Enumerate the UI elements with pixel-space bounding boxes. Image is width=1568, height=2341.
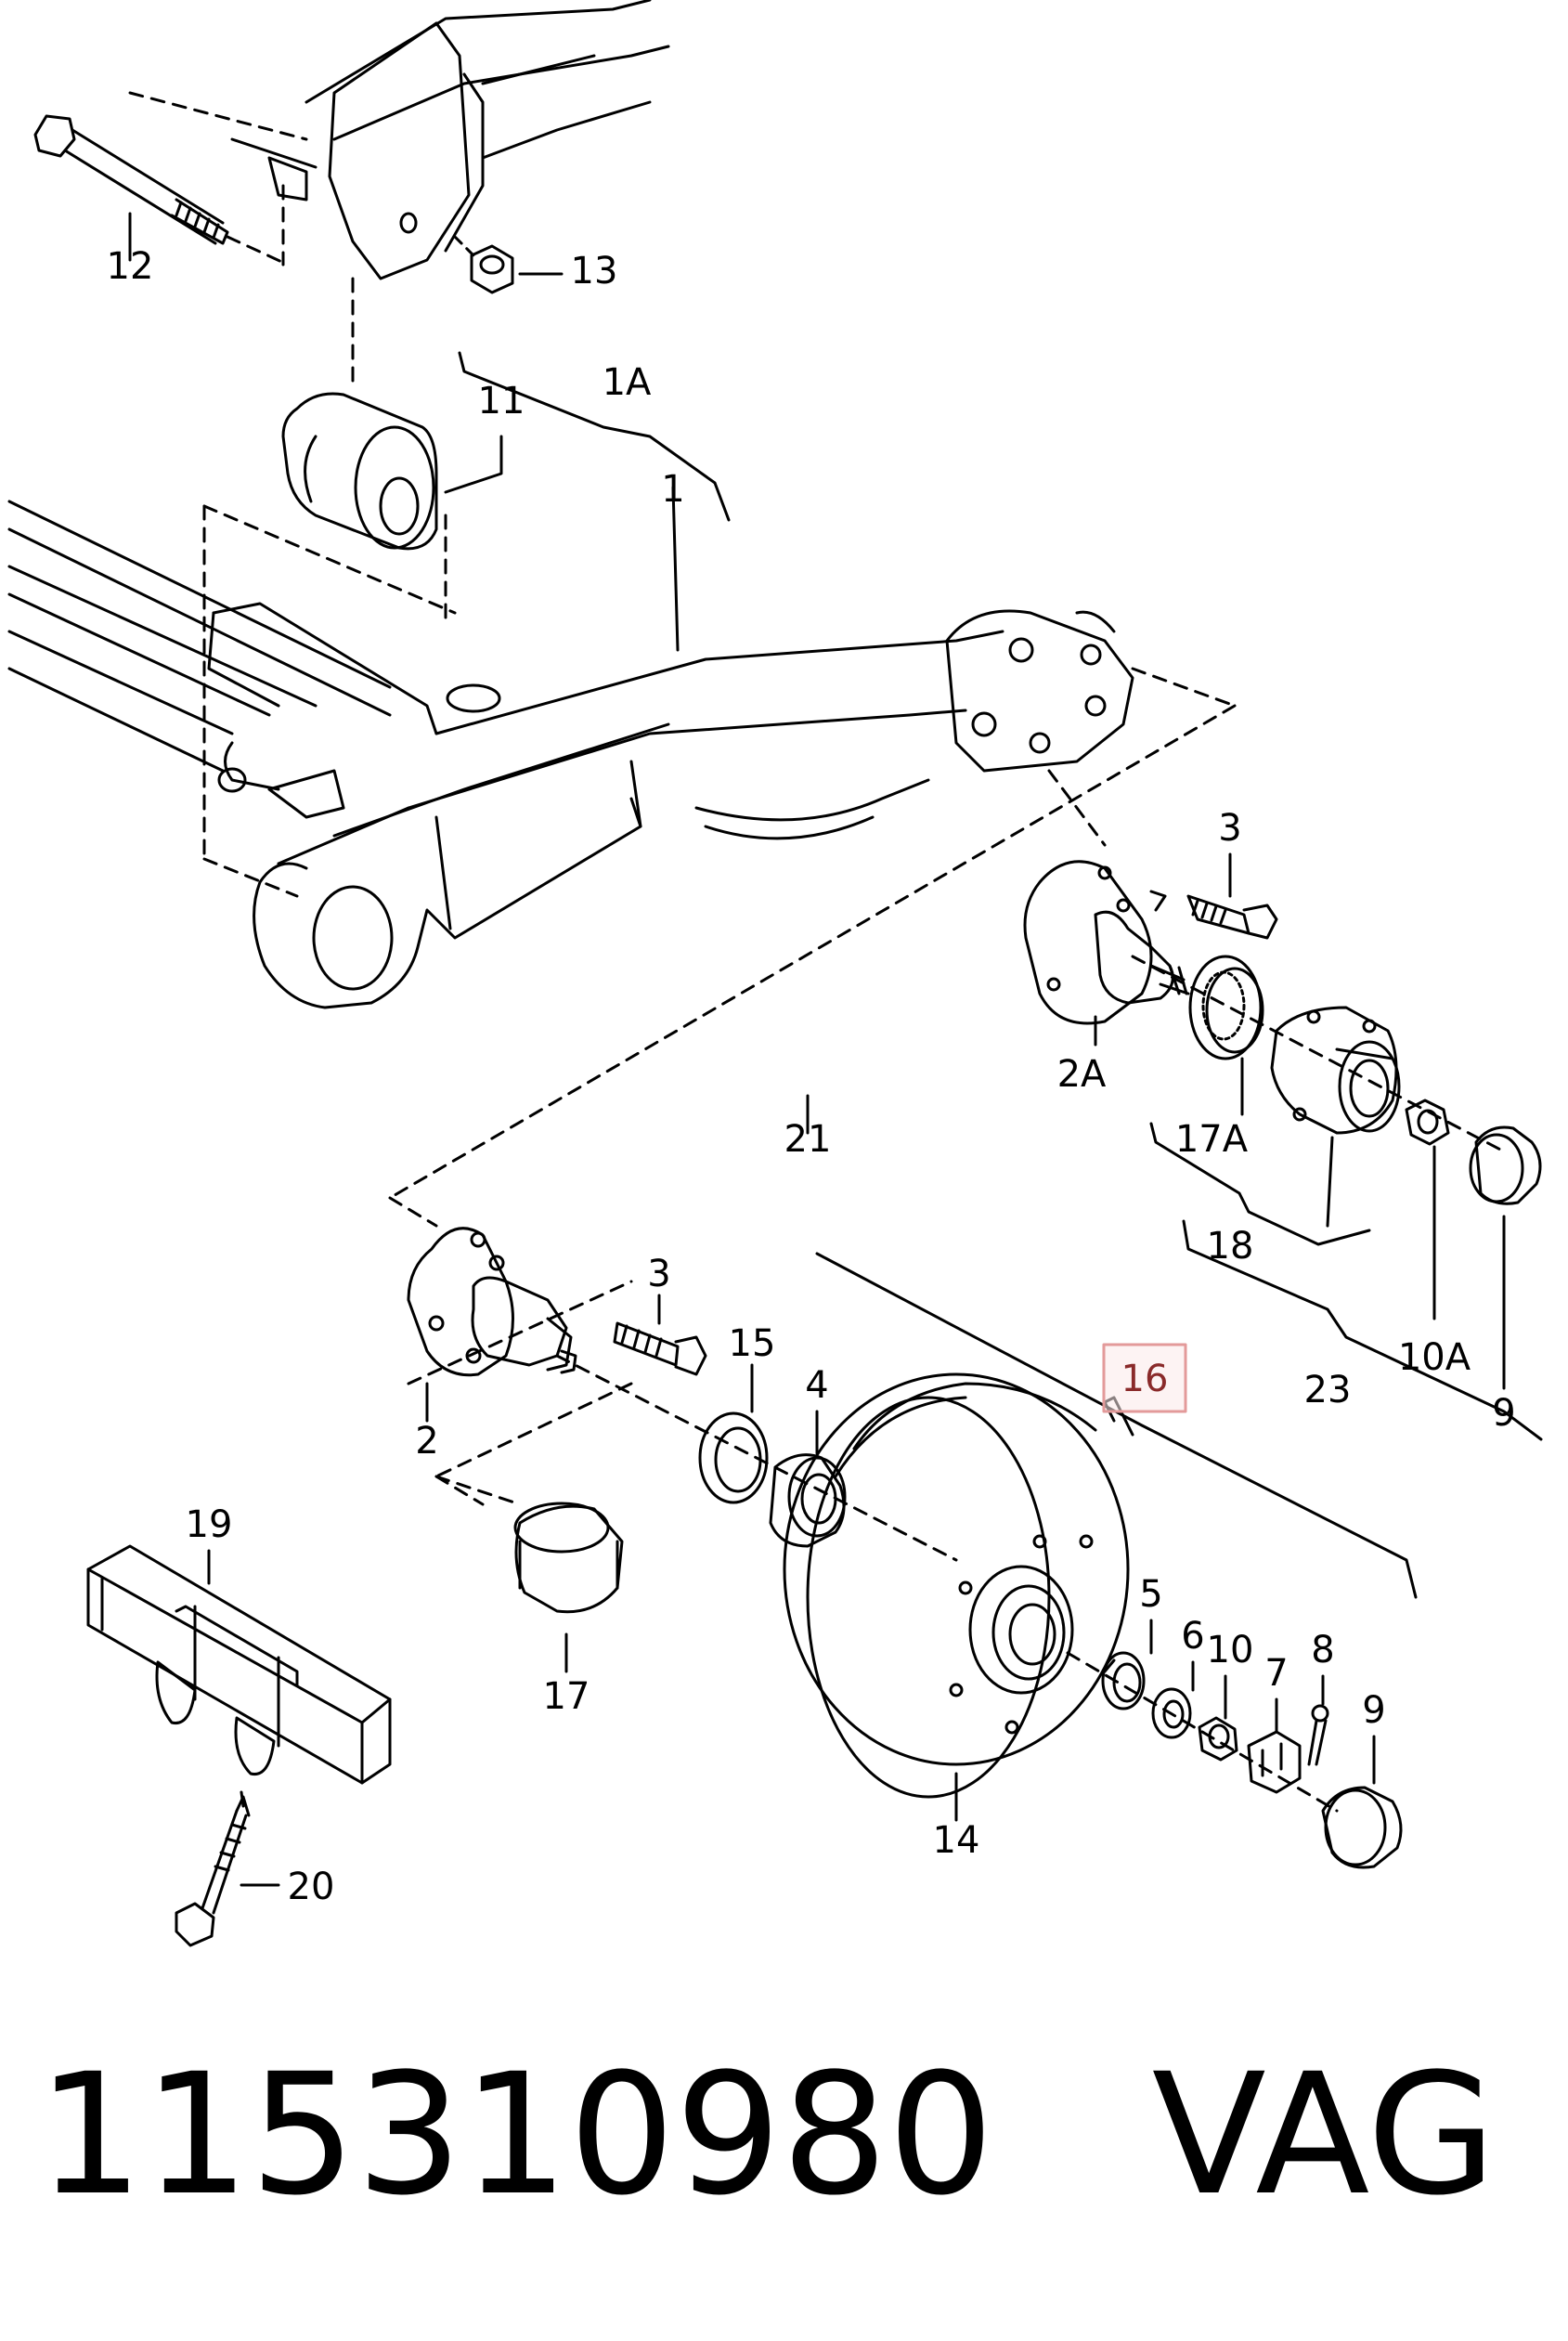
- body-mounting-bracket: [128, 0, 670, 280]
- rear-axle-beam: [7, 500, 1237, 1009]
- brand-name: VAG: [1151, 2038, 1497, 2232]
- screw-20: [175, 1795, 251, 1947]
- highlight-box-16: [1102, 1343, 1187, 1413]
- stub-axle-2a: [1023, 860, 1190, 1025]
- nut-13: [453, 235, 514, 294]
- nut-10: [1198, 1716, 1238, 1762]
- callout-8: 8: [1311, 1629, 1334, 1671]
- wheel-hub-18: [1270, 1006, 1401, 1135]
- dust-cap-9-upper: [1469, 1125, 1542, 1205]
- castle-nut-7: [1247, 1730, 1302, 1794]
- nut-10a: [1405, 1099, 1450, 1146]
- callout-1: 1: [661, 468, 684, 511]
- callout-2: 2: [415, 1420, 438, 1463]
- seal-15: [698, 1411, 769, 1504]
- bolt-12: [33, 114, 290, 267]
- callout-18: 18: [1207, 1225, 1254, 1268]
- callout-10: 10: [1207, 1629, 1254, 1671]
- callout-13: 13: [571, 250, 618, 293]
- callout-3-lower: 3: [647, 1253, 670, 1295]
- callout-23: 23: [1304, 1369, 1352, 1411]
- callout-12: 12: [107, 245, 154, 288]
- callout-14: 14: [933, 1819, 980, 1862]
- dust-cap-9-lower: [1321, 1786, 1403, 1869]
- callout-5: 5: [1139, 1573, 1162, 1616]
- abs-ring-17a: [1188, 955, 1264, 1060]
- callout-leaders: [128, 212, 1543, 1887]
- callout-9-lower: 9: [1362, 1689, 1385, 1732]
- washer-6: [1151, 1687, 1192, 1739]
- callout-15: 15: [729, 1322, 776, 1365]
- callout-6: 6: [1181, 1615, 1204, 1658]
- bolt-3-upper: [1186, 894, 1278, 940]
- callout-11: 11: [478, 380, 525, 423]
- callout-16: 16: [1121, 1358, 1169, 1400]
- callout-1a: 1A: [603, 361, 652, 404]
- callout-17a: 17A: [1175, 1118, 1249, 1161]
- callout-4: 4: [805, 1364, 828, 1407]
- callout-9-upper: 9: [1492, 1392, 1515, 1435]
- callout-2a: 2A: [1057, 1053, 1107, 1096]
- callout-7: 7: [1264, 1652, 1288, 1695]
- bushing-11: [281, 392, 438, 551]
- callout-19: 19: [186, 1503, 233, 1546]
- callout-labels: 12 13 11 1A 1 3 2A 21 17A 18 10A 23 9 3 …: [107, 245, 1516, 1908]
- bearing-5: [1101, 1651, 1146, 1710]
- callout-10a: 10A: [1398, 1336, 1471, 1379]
- split-pin-8: [1307, 1704, 1329, 1766]
- callout-17: 17: [543, 1675, 590, 1718]
- bearing-4: [769, 1453, 847, 1548]
- callout-3-upper: 3: [1218, 807, 1241, 850]
- callout-21: 21: [784, 1118, 832, 1161]
- stub-axle-2: [407, 1227, 577, 1377]
- brake-pad-set-19: [86, 1544, 392, 1785]
- brake-drum-14: [783, 1372, 1130, 1799]
- bolt-3-lower: [613, 1321, 707, 1376]
- bearing-race-17: [513, 1502, 624, 1614]
- callout-20: 20: [288, 1866, 335, 1908]
- part-number: 115310980: [37, 2038, 994, 2232]
